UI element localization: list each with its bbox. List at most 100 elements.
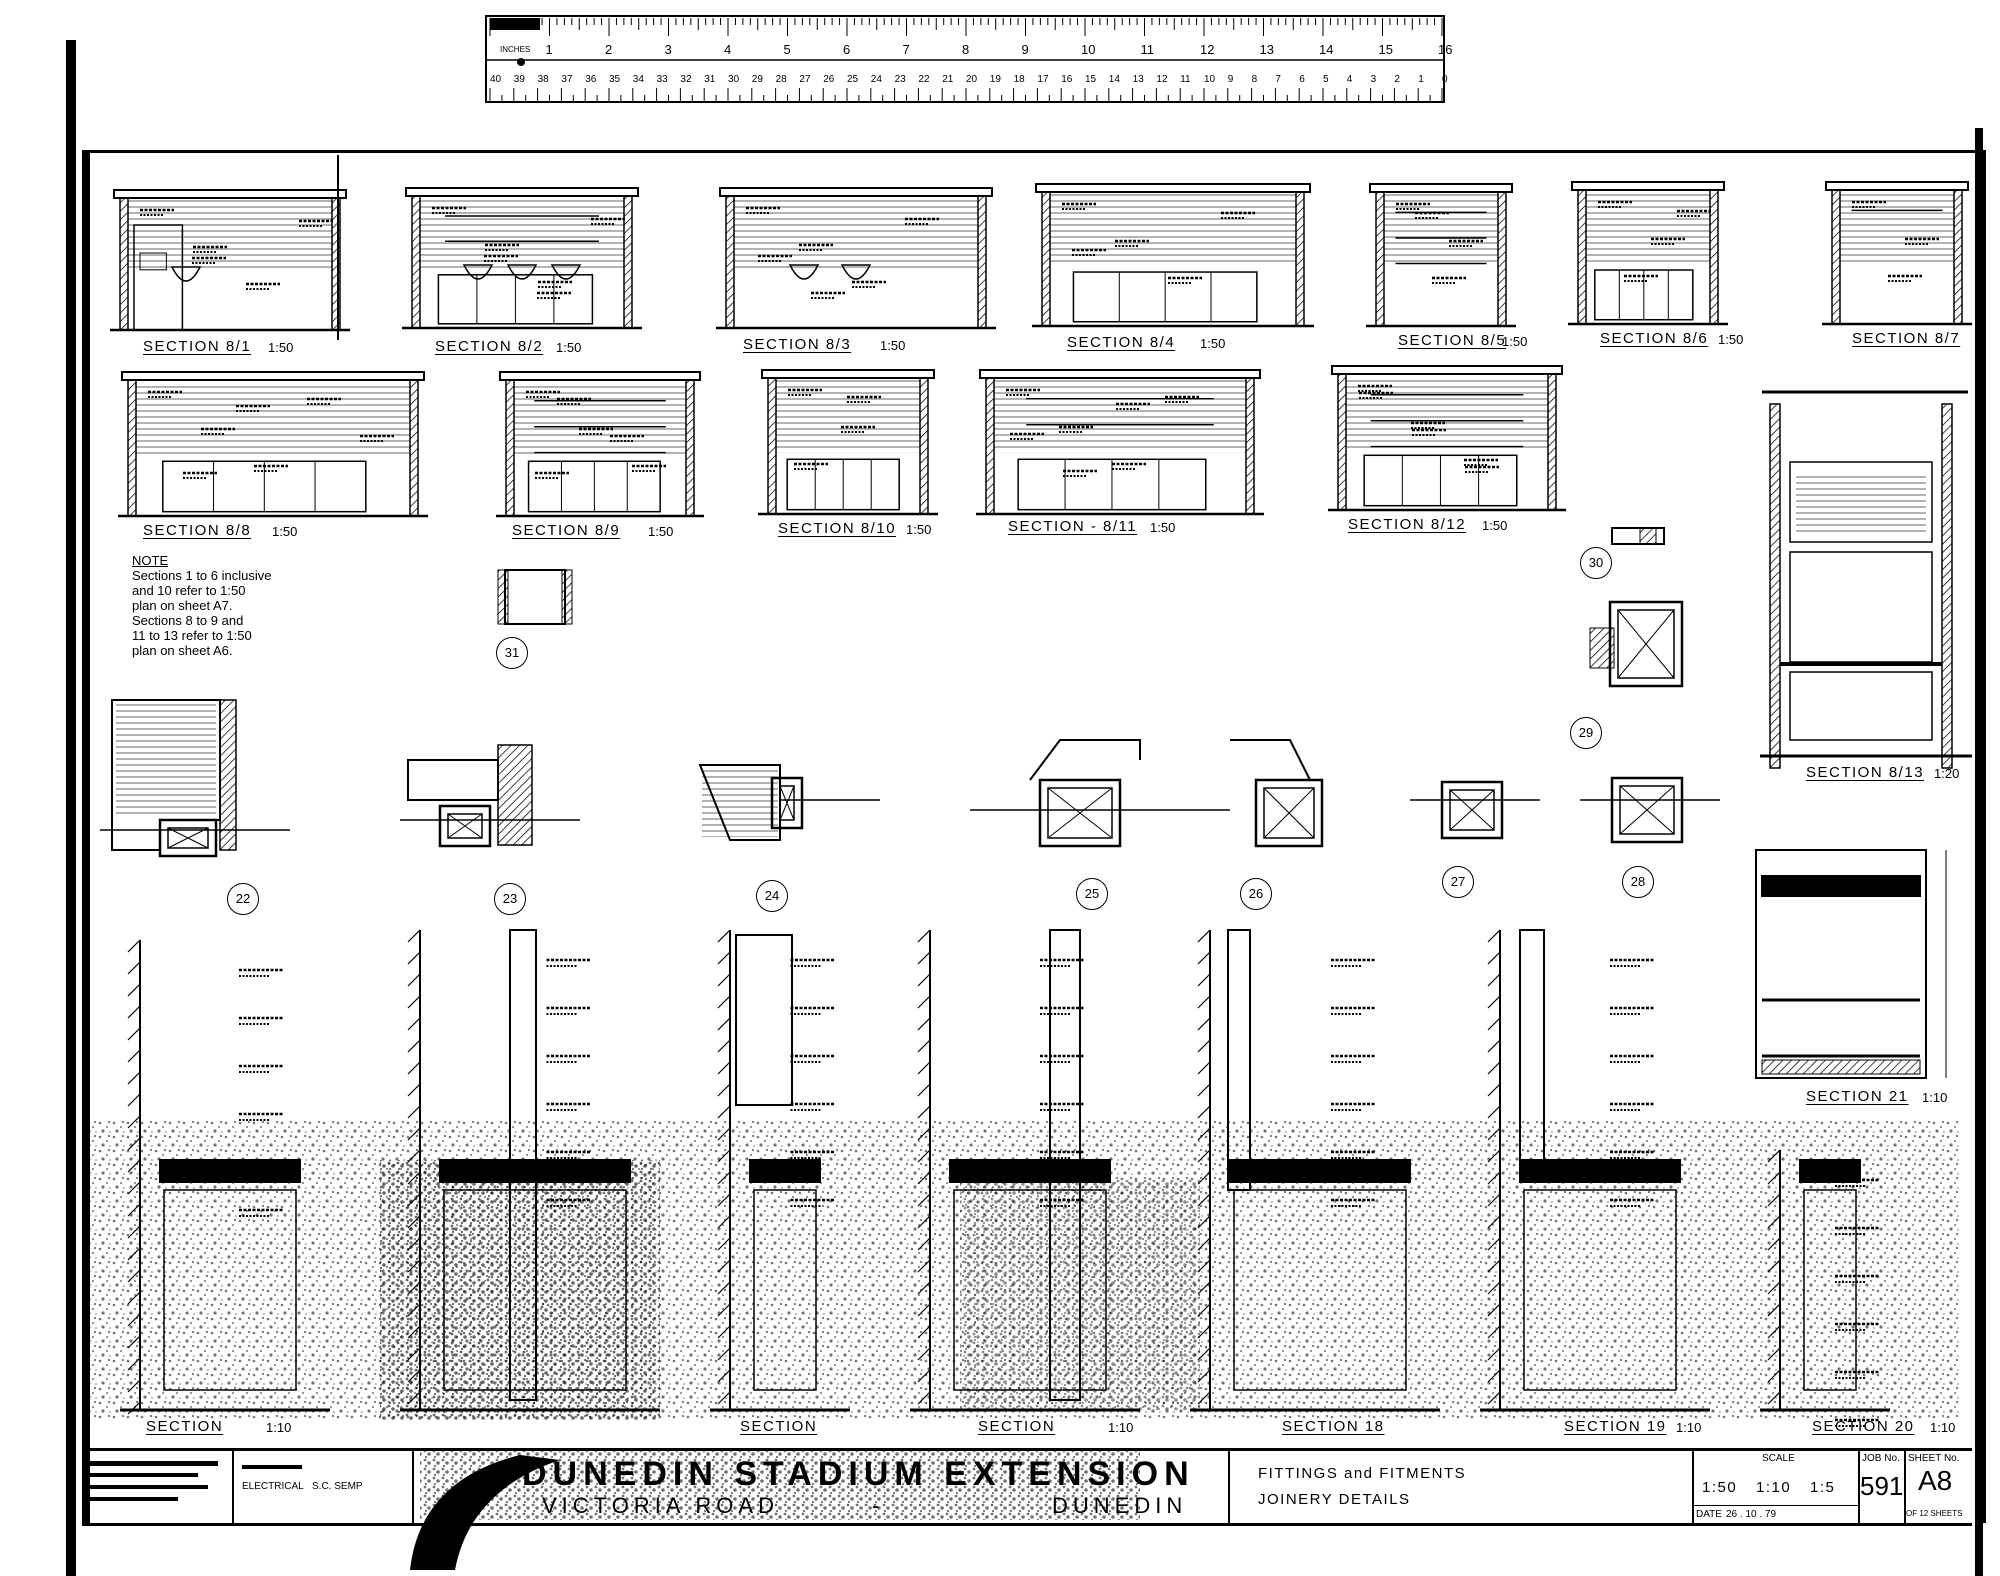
section-scale-19: 1:10 <box>1676 1420 1702 1435</box>
section-scale-8-3: 1:50 <box>880 338 906 353</box>
ruler-inch-number: 8 <box>962 42 969 57</box>
date-label: DATE <box>1696 1509 1722 1520</box>
ruler-cm-number: 10 <box>1204 74 1216 85</box>
ruler-cm-number: 0 <box>1442 74 1448 85</box>
section-title-bottom-1: SECTION <box>146 1418 224 1435</box>
section-title-8-8: SECTION 8/8 <box>143 522 252 539</box>
ruler-cm-number: 6 <box>1299 74 1305 85</box>
ruler-cm-number: 4 <box>1347 74 1353 85</box>
drawing-note: NOTE Sections 1 to 6 inclusive and 10 re… <box>132 553 302 658</box>
section-scale-8-5: 1:50 <box>1502 334 1528 349</box>
project-title: DUNEDIN STADIUM EXTENSION <box>522 1455 1195 1493</box>
detail-bubble-29: 29 <box>1570 717 1602 749</box>
detail-bubble-25: 25 <box>1076 878 1108 910</box>
ruler-cm-number: 8 <box>1252 74 1258 85</box>
section-scale-bottom-3: 1:10 <box>1108 1420 1134 1435</box>
section-scale-8-10: 1:50 <box>906 522 932 537</box>
ruler-cm-number: 27 <box>799 74 811 85</box>
detail-bubble-27: 27 <box>1442 866 1474 898</box>
ruler-cm-number: 21 <box>942 74 954 85</box>
section-title-8-2: SECTION 8/2 <box>435 338 544 355</box>
ruler-cm-number: 5 <box>1323 74 1329 85</box>
ruler-inch-number: 12 <box>1200 42 1214 57</box>
section-title-20: SECTION 20 <box>1812 1418 1915 1435</box>
note-line: 11 to 13 refer to 1:50 <box>132 628 252 643</box>
section-title-21: SECTION 21 <box>1806 1088 1909 1105</box>
ruler-inch-number: 11 <box>1141 42 1155 57</box>
engineer-name: S.C. SEMP <box>312 1481 363 1492</box>
ruler-unit-label: INCHES <box>500 45 530 54</box>
section-scale-8-2: 1:50 <box>556 340 582 355</box>
ruler-cm-number: 11 <box>1180 74 1191 85</box>
note-line: and 10 refer to 1:50 <box>132 583 246 598</box>
sheet-title-line2: JOINERY DETAILS <box>1258 1491 1411 1508</box>
scale-3: 1:5 <box>1810 1479 1836 1496</box>
title-block-project: DUNEDIN STADIUM EXTENSION VICTORIA ROAD … <box>412 1451 1230 1523</box>
ruler-cm-number: 38 <box>538 74 550 85</box>
ruler-inch-number: 14 <box>1319 42 1333 57</box>
ruler-cm-number: 23 <box>895 74 907 85</box>
title-block-consultants <box>82 1451 234 1523</box>
section-scale-8-9: 1:50 <box>648 524 674 539</box>
hole-punch <box>517 58 525 66</box>
note-line: Sections 8 to 9 and <box>132 613 244 628</box>
detail-bubble-26: 26 <box>1240 878 1272 910</box>
ruler-cm-number: 14 <box>1109 74 1121 85</box>
ruler-cm-number: 29 <box>752 74 764 85</box>
ruler-cm-number: 1 <box>1418 74 1424 85</box>
ruler-cm-number: 35 <box>609 74 621 85</box>
section-title-8-3: SECTION 8/3 <box>743 336 852 353</box>
title-block-sheet-no: SHEET No. A8 OF 12 SHEETS <box>1904 1451 1972 1523</box>
section-scale-8-1: 1:50 <box>268 340 294 355</box>
section-scale-8-13: 1:20 <box>1934 766 1960 781</box>
ruler-cm-number: 3 <box>1371 74 1377 85</box>
job-label: JOB No. <box>1862 1453 1900 1464</box>
scale-2: 1:10 <box>1756 1479 1792 1496</box>
ruler-cm-number: 7 <box>1275 74 1281 85</box>
note-heading: NOTE <box>132 553 169 568</box>
sheet-number: A8 <box>1918 1465 1953 1496</box>
ruler-cm-number: 33 <box>657 74 669 85</box>
section-title-8-9: SECTION 8/9 <box>512 522 621 539</box>
ruler-inch-number: 13 <box>1260 42 1274 57</box>
title-block-scale: SCALE 1:50 1:10 1:5 DATE 26 . 10 . 79 <box>1692 1451 1860 1523</box>
project-dash: - <box>872 1493 885 1518</box>
section-title-8-11: SECTION - 8/11 <box>1008 518 1138 535</box>
note-line: plan on sheet A7. <box>132 598 233 613</box>
detail-bubble-22: 22 <box>227 883 259 915</box>
ruler-cm-number: 15 <box>1085 74 1097 85</box>
section-scale-8-6: 1:50 <box>1718 332 1744 347</box>
ruler-inch-number: 7 <box>903 42 910 57</box>
ruler-cm-number: 16 <box>1061 74 1073 85</box>
title-block-engineer: ELECTRICAL S.C. SEMP <box>232 1451 414 1523</box>
title-block: ELECTRICAL S.C. SEMP DUNEDIN STADIUM EXT… <box>82 1448 1972 1526</box>
job-number: 591 <box>1860 1471 1904 1501</box>
ruler-inch-number: 2 <box>605 42 612 57</box>
section-title-bottom-4: SECTION 18 <box>1282 1418 1385 1435</box>
section-title-8-12: SECTION 8/12 <box>1348 516 1467 533</box>
ruler-cm-number: 2 <box>1394 74 1400 85</box>
ruler-cm-number: 19 <box>990 74 1002 85</box>
ruler-inch-number: 9 <box>1022 42 1029 57</box>
ruler-inch-number: 5 <box>784 42 791 57</box>
section-scale-bottom-1: 1:10 <box>266 1420 292 1435</box>
ruler-cm-number: 32 <box>680 74 692 85</box>
detail-bubble-30: 30 <box>1580 547 1612 579</box>
ruler-cm-number: 20 <box>966 74 978 85</box>
section-title-8-4: SECTION 8/4 <box>1067 334 1176 351</box>
ruler-cm-number: 40 <box>490 74 502 85</box>
section-scale-21: 1:10 <box>1922 1090 1948 1105</box>
ruler-inch-number: 16 <box>1438 42 1452 57</box>
title-block-sheet-title: FITTINGS and FITMENTS JOINERY DETAILS <box>1228 1451 1694 1523</box>
sheet-no-label: SHEET No. <box>1908 1453 1960 1464</box>
ruler-inch-number: 4 <box>724 42 731 57</box>
detail-bubble-28: 28 <box>1622 866 1654 898</box>
section-title-bottom-3: SECTION <box>978 1418 1056 1435</box>
ruler-cm-number: 24 <box>871 74 883 85</box>
ruler-cm-number: 26 <box>823 74 835 85</box>
ruler-inch-number: 10 <box>1081 42 1095 57</box>
ruler-cm-number: 25 <box>847 74 859 85</box>
ruler-cm-number: 28 <box>776 74 788 85</box>
detail-bubble-23: 23 <box>494 883 526 915</box>
